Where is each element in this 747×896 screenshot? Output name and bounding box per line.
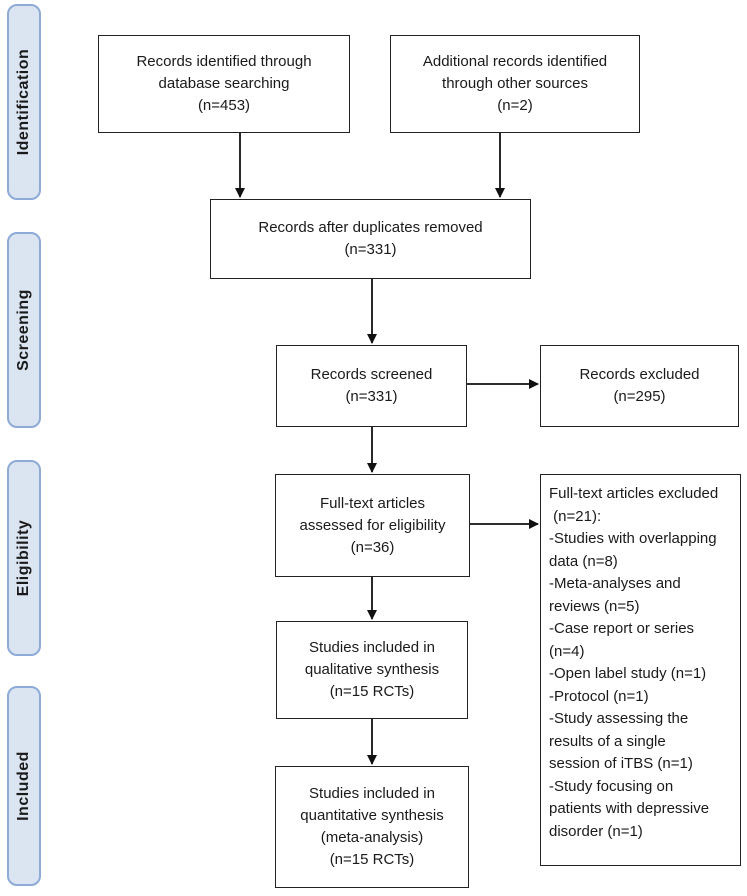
excluded-reason-line: -Case report or series	[549, 620, 695, 637]
excluded-reason-line: patients with depressive	[549, 800, 710, 817]
excluded-reason-line: reviews (n=5)	[549, 597, 640, 615]
box-records-excluded: Records excluded (n=295)	[540, 345, 739, 427]
excluded-header: Full-text articles excluded	[549, 485, 719, 502]
excluded-reason-line: -Protocol (n=1)	[549, 687, 649, 705]
excluded-reason-line: session of iTBS (n=1)	[549, 755, 693, 772]
excluded-reason-line: (n=4)	[549, 642, 585, 660]
box-after-duplicates: Records after duplicates removed (n=331)	[210, 199, 531, 279]
excluded-reason-line: -Study assessing the	[549, 710, 689, 727]
phase-screening: Screening	[7, 232, 41, 428]
excluded-reason-line: data (n=8)	[549, 552, 618, 570]
box-database-records: Records identified through database sear…	[98, 35, 350, 133]
excluded-count: (n=21):	[549, 507, 602, 525]
box-fulltext-excluded: Full-text articles excluded (n=21): -Stu…	[540, 474, 741, 866]
box-fulltext-assessed: Full-text articles assessed for eligibil…	[275, 474, 470, 577]
box-other-sources: Additional records identified through ot…	[390, 35, 640, 133]
box-quantitative-synthesis: Studies included in quantitative synthes…	[275, 766, 469, 888]
excluded-reason-line: results of a single	[549, 732, 666, 750]
excluded-reason-line: disorder (n=1)	[549, 822, 643, 840]
excluded-reason-line: -Open label study (n=1)	[549, 665, 707, 682]
excluded-reason-line: -Studies with overlapping	[549, 530, 717, 547]
box-qualitative-synthesis: Studies included in qualitative synthesi…	[276, 621, 468, 719]
box-records-screened: Records screened (n=331)	[276, 345, 467, 427]
phase-eligibility: Eligibility	[7, 460, 41, 656]
phase-identification: Identification	[7, 4, 41, 200]
phase-included: Included	[7, 686, 41, 886]
excluded-reason-line: -Meta-analyses and	[549, 575, 681, 592]
excluded-reason-line: -Study focusing on	[549, 777, 674, 795]
